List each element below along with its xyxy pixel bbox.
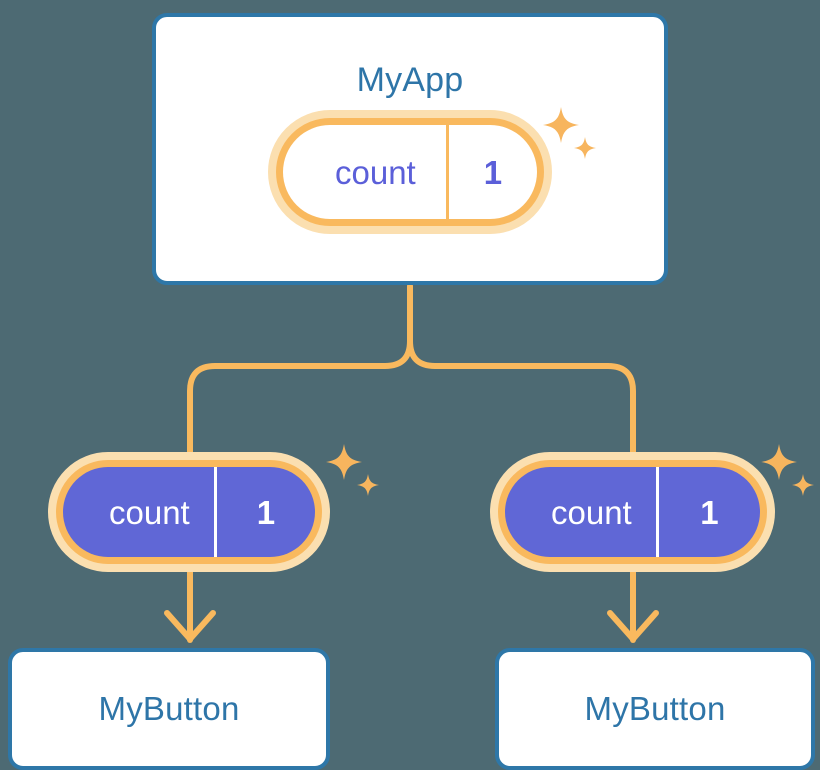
state-pill-right-key: count xyxy=(505,467,659,557)
card-myapp-title: MyApp xyxy=(356,61,464,99)
arrow-head-left xyxy=(164,610,216,642)
sparkles-icon xyxy=(326,444,379,496)
state-pill-root-value: 1 xyxy=(483,153,503,191)
state-pill-left[interactable]: count 1 xyxy=(48,452,330,572)
arrow-head-right xyxy=(607,610,659,642)
state-pill-left-inner: count 1 xyxy=(63,467,315,557)
card-mybutton-left-title: MyButton xyxy=(98,690,240,727)
state-pill-left-value: 1 xyxy=(256,493,276,531)
state-pill-root-key: count xyxy=(283,125,449,219)
state-pill-root-inner: count 1 xyxy=(283,125,537,219)
connector-branch-right xyxy=(407,338,636,455)
state-pill-right-inner: count 1 xyxy=(505,467,760,557)
state-pill-right-value: 1 xyxy=(700,493,719,531)
card-mybutton-left[interactable]: MyButton xyxy=(8,648,330,770)
state-pill-root[interactable]: count 1 xyxy=(268,110,552,234)
card-mybutton-right[interactable]: MyButton xyxy=(495,648,815,770)
connector-branch-left xyxy=(187,338,413,455)
state-pill-left-key: count xyxy=(63,467,217,557)
card-mybutton-right-title: MyButton xyxy=(584,690,726,727)
state-pill-right[interactable]: count 1 xyxy=(490,452,775,572)
